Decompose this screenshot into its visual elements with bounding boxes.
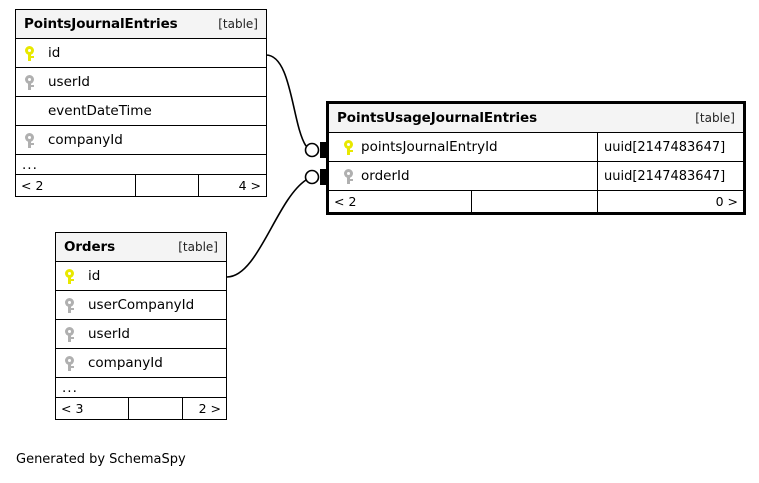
incoming-relationships-count[interactable]: < 2 (334, 194, 357, 209)
foreign-key-icon (56, 355, 82, 371)
outgoing-relationships-count[interactable]: 2 > (182, 398, 226, 419)
column-name: userId (88, 326, 130, 342)
incoming-relationships-count[interactable]: < 2 (21, 178, 44, 193)
outgoing-relationships-count[interactable]: 4 > (198, 175, 266, 196)
column-name: userCompanyId (88, 297, 195, 313)
column-name: eventDateTime (48, 103, 152, 119)
table-row[interactable]: id (16, 39, 266, 68)
relationship-pje-to-puje (265, 54, 326, 158)
table-type-tag: [table] (218, 17, 258, 31)
table-title: PointsJournalEntries (24, 16, 178, 32)
foreign-key-icon (16, 74, 42, 90)
table-type-tag: [table] (695, 111, 735, 125)
column-name: id (88, 268, 101, 284)
table-title: PointsUsageJournalEntries (337, 110, 538, 126)
foreign-key-icon (16, 132, 42, 148)
table-row[interactable]: id (56, 262, 226, 291)
more-columns-indicator: ... (16, 155, 266, 175)
table-title: Orders (64, 239, 116, 255)
table-row[interactable]: eventDateTime (16, 97, 266, 126)
column-name: orderId (361, 168, 410, 184)
table-type-tag: [table] (178, 240, 218, 254)
table-header: Orders [table] (56, 233, 226, 262)
zero-marker-icon (304, 142, 320, 158)
table-row[interactable]: userCompanyId (56, 291, 226, 320)
column-name: id (48, 45, 61, 61)
table-row[interactable]: userId (16, 68, 266, 97)
footer-middle-cell (135, 175, 198, 196)
foreign-key-icon (56, 297, 82, 313)
table-row[interactable]: userId (56, 320, 226, 349)
generated-by-caption: Generated by SchemaSpy (16, 452, 186, 467)
outgoing-relationships-count[interactable]: 0 > (597, 191, 743, 212)
footer-middle-cell (471, 191, 597, 212)
column-type: uuid[2147483647] (597, 162, 743, 190)
footer-middle-cell (128, 398, 182, 419)
table-footer-nav: < 3 2 > (56, 398, 226, 419)
column-name: userId (48, 74, 90, 90)
primary-key-icon (335, 139, 361, 155)
table-header: PointsJournalEntries [table] (16, 10, 266, 39)
table-row[interactable]: companyId (16, 126, 266, 155)
table-points-journal-entries[interactable]: PointsJournalEntries [table] id userId e… (15, 9, 267, 197)
column-type: uuid[2147483647] (597, 133, 743, 161)
table-header: PointsUsageJournalEntries [table] (329, 104, 743, 133)
primary-key-icon (16, 45, 42, 61)
table-orders[interactable]: Orders [table] id userCompanyId userId (55, 232, 227, 420)
zero-marker-icon (304, 169, 320, 185)
primary-key-icon (56, 268, 82, 284)
more-columns-indicator: ... (56, 378, 226, 398)
table-row[interactable]: orderId uuid[2147483647] (329, 162, 743, 191)
column-name: companyId (48, 132, 123, 148)
table-row[interactable]: companyId (56, 349, 226, 378)
table-points-usage-journal-entries[interactable]: PointsUsageJournalEntries [table] points… (326, 101, 746, 215)
column-name: companyId (88, 355, 163, 371)
table-footer-nav: < 2 0 > (329, 191, 743, 212)
column-name: pointsJournalEntryId (361, 139, 498, 155)
table-row[interactable]: pointsJournalEntryId uuid[2147483647] (329, 133, 743, 162)
incoming-relationships-count[interactable]: < 3 (61, 401, 84, 416)
foreign-key-icon (56, 326, 82, 342)
foreign-key-icon (335, 168, 361, 184)
table-footer-nav: < 2 4 > (16, 175, 266, 196)
